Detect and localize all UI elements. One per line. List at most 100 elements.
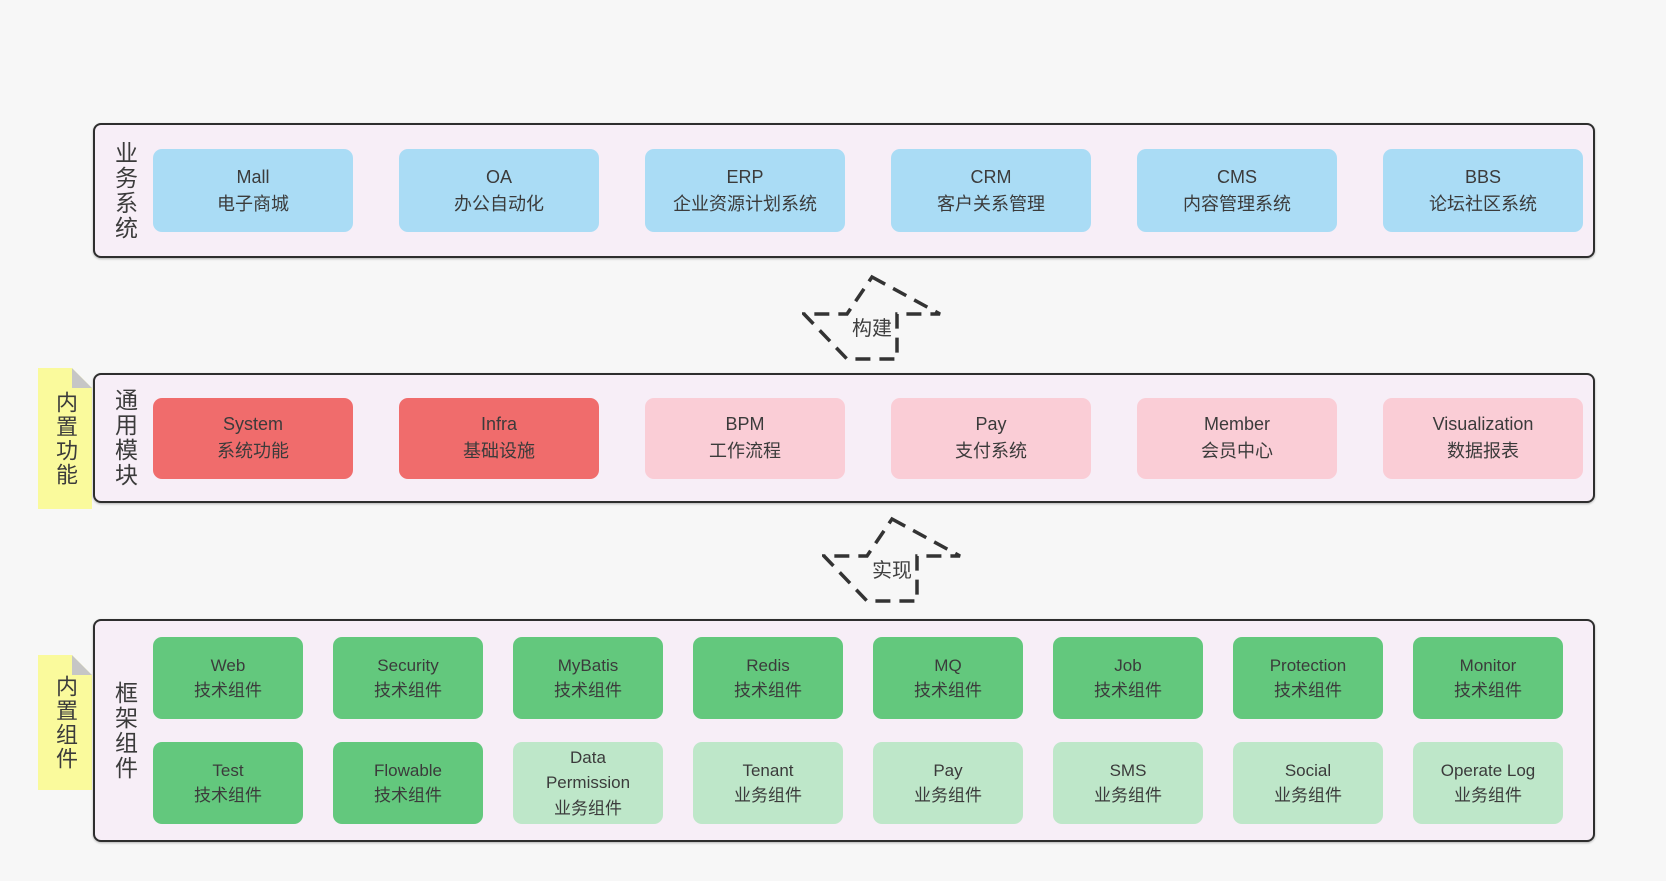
box-bbs: BBS 论坛社区系统: [1383, 149, 1583, 232]
box-mq: MQ 技术组件: [873, 637, 1023, 719]
business-systems-band: 业务系统 Mall 电子商城 OA 办公自动化 ERP 企业资源计划系统 CRM 客户关系管理…: [93, 123, 1595, 258]
box-cms: CMS 内容管理系统: [1137, 149, 1337, 232]
box-title-en: SMS: [1109, 760, 1147, 780]
build-arrow: 构建: [802, 274, 942, 362]
box-title-en: Pay: [933, 760, 963, 780]
box-job: Job 技术组件: [1053, 637, 1203, 719]
band-label-business-systems: 业务系统: [95, 125, 153, 256]
box-title-en: Job: [1114, 655, 1142, 675]
box-subtitle-zh: 企业资源计划系统: [673, 193, 817, 214]
box-subtitle-zh: 电子商城: [217, 193, 289, 214]
folded-corner-icon: [72, 368, 92, 388]
sticky-note-builtin-components: 内置组件: [38, 655, 92, 790]
box-sms: SMS 业务组件: [1053, 742, 1203, 824]
box-title-en: Infra: [480, 414, 518, 434]
implement-arrow-label: 实现: [872, 560, 912, 582]
box-subtitle-zh: 业务组件: [914, 786, 982, 805]
box-subtitle-zh: 业务组件: [1454, 786, 1522, 805]
box-subtitle-zh: 论坛社区系统: [1429, 193, 1537, 214]
box-subtitle-zh: 技术组件: [914, 681, 982, 700]
box-subtitle-zh: 支付系统: [955, 441, 1027, 461]
box-title-en: Mall: [236, 166, 270, 187]
box-title-en: Data Permission: [545, 747, 631, 793]
box-subtitle-zh: 内容管理系统: [1183, 193, 1291, 214]
business-systems-boxes: Mall 电子商城 OA 办公自动化 ERP 企业资源计划系统 CRM 客户关系管理 CMS 内容…: [153, 125, 1593, 256]
box-subtitle-zh: 业务组件: [734, 786, 802, 805]
box-title-en: BPM: [725, 414, 765, 434]
box-title-en: Pay: [975, 414, 1007, 434]
band-label-text: 框架组件: [111, 680, 138, 781]
box-monitor: Monitor 技术组件: [1413, 637, 1563, 719]
box-title-en: Tenant: [742, 760, 794, 780]
box-oa: OA 办公自动化: [399, 149, 599, 232]
band-label-common-modules: 通用模块: [95, 375, 153, 501]
box-subtitle-zh: 技术组件: [1454, 681, 1522, 700]
box-title-en: Test: [212, 760, 244, 780]
up-arrow-dashed-icon: [802, 274, 941, 361]
sticky-note-text: 内置功能: [53, 390, 78, 487]
box-subtitle-zh: 基础设施: [463, 441, 535, 461]
box-title-en: Monitor: [1459, 655, 1517, 675]
box-subtitle-zh: 技术组件: [194, 786, 262, 805]
box-subtitle-zh: 技术组件: [554, 681, 622, 700]
box-title-en: Redis: [746, 655, 790, 675]
box-title-en: MyBatis: [557, 655, 619, 675]
box-subtitle-zh: 会员中心: [1201, 441, 1273, 461]
box-title-en: BBS: [1464, 166, 1502, 187]
box-mall: Mall 电子商城: [153, 149, 353, 232]
band-label-text: 通用模块: [111, 388, 138, 488]
box-subtitle-zh: 办公自动化: [454, 193, 544, 214]
box-subtitle-zh: 技术组件: [1274, 681, 1342, 700]
box-subtitle-zh: 业务组件: [554, 798, 622, 818]
box-pay: Pay 业务组件: [873, 742, 1023, 824]
box-subtitle-zh: 技术组件: [374, 681, 442, 700]
box-infra: Infra 基础设施: [399, 397, 599, 479]
box-title-en: MQ: [934, 655, 962, 675]
box-pay: Pay 支付系统: [891, 397, 1091, 479]
box-title-en: System: [222, 414, 283, 434]
box-subtitle-zh: 技术组件: [1094, 681, 1162, 700]
box-data-permission: Data Permission 业务组件: [513, 742, 663, 824]
sticky-note-builtin-features: 内置功能: [38, 368, 92, 509]
box-title-en: OA: [485, 166, 512, 187]
box-tenant: Tenant 业务组件: [693, 742, 843, 824]
box-flowable: Flowable 技术组件: [333, 742, 483, 824]
box-web: Web 技术组件: [153, 637, 303, 719]
box-subtitle-zh: 技术组件: [194, 681, 262, 700]
box-title-en: ERP: [726, 166, 764, 187]
box-subtitle-zh: 系统功能: [217, 441, 289, 461]
box-mybatis: MyBatis 技术组件: [513, 637, 663, 719]
build-arrow-label: 构建: [852, 318, 892, 340]
box-title-en: Web: [210, 655, 246, 675]
box-crm: CRM 客户关系管理: [891, 149, 1091, 232]
common-modules-band: 通用模块 System 系统功能 Infra 基础设施 BPM 工作流程 Pay 支付系统 Me…: [93, 373, 1595, 503]
box-title-en: CMS: [1217, 166, 1257, 187]
framework-components-band: 框架组件 Web 技术组件 Security 技术组件 MyBatis 技术组件 Redis…: [93, 619, 1595, 842]
up-arrow-dashed-icon: [822, 516, 961, 603]
folded-corner-icon: [72, 655, 92, 675]
box-subtitle-zh: 数据报表: [1447, 441, 1519, 461]
box-title-en: CRM: [970, 166, 1012, 187]
box-subtitle-zh: 工作流程: [709, 441, 781, 461]
band-label-framework-components: 框架组件: [95, 621, 153, 840]
box-subtitle-zh: 技术组件: [374, 786, 442, 805]
box-subtitle-zh: 客户关系管理: [937, 193, 1045, 214]
box-title-en: Flowable: [373, 760, 443, 780]
band-label-text: 业务系统: [111, 140, 138, 241]
box-test: Test 技术组件: [153, 742, 303, 824]
box-title-en: Security: [377, 655, 439, 675]
box-title-en: Social: [1284, 760, 1332, 780]
box-subtitle-zh: 业务组件: [1094, 786, 1162, 805]
box-erp: ERP 企业资源计划系统: [645, 149, 845, 232]
implement-arrow: 实现: [822, 516, 962, 604]
